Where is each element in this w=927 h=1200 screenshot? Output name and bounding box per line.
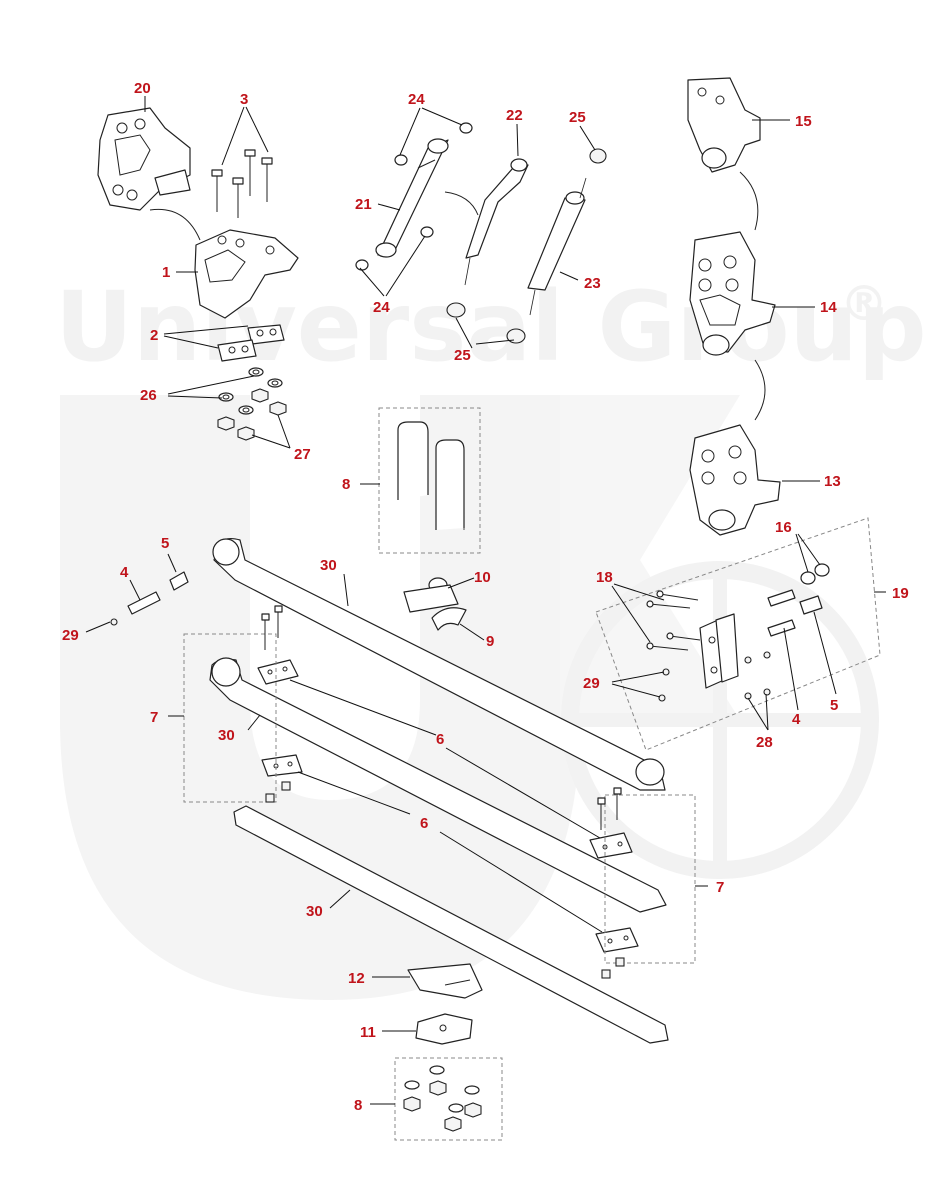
part-30-leaf-spring-top bbox=[212, 537, 666, 791]
assembly-path-14-13 bbox=[754, 359, 766, 421]
callout-4-right: 4 bbox=[792, 711, 801, 728]
part-8-nut-kit-frame bbox=[394, 1057, 503, 1141]
assembly-path-15-14 bbox=[739, 171, 759, 231]
leader-lines bbox=[85, 96, 886, 1105]
part-19-kit-frame bbox=[595, 517, 881, 751]
callout-16: 16 bbox=[775, 519, 792, 536]
callout-4-left: 4 bbox=[120, 564, 129, 581]
part-4-pins-right bbox=[767, 589, 796, 637]
callout-28: 28 bbox=[756, 734, 773, 751]
part-13-hanger bbox=[689, 424, 781, 536]
part-7-frame-left bbox=[183, 633, 277, 803]
part-29-nut-left bbox=[110, 618, 118, 626]
part-11-plate bbox=[415, 1013, 473, 1045]
part-6-pad-right-lower bbox=[595, 927, 639, 953]
part-3-bolts bbox=[211, 149, 273, 218]
part-1-spring-hanger bbox=[149, 208, 299, 319]
part-6-pad-upper-left bbox=[257, 659, 299, 685]
part-30-leaf-spring-bottom bbox=[233, 805, 669, 1044]
part-6-pad-lower-left bbox=[261, 754, 303, 777]
callout-10: 10 bbox=[474, 569, 491, 586]
callout-27: 27 bbox=[294, 446, 311, 463]
callout-2: 2 bbox=[150, 327, 158, 344]
part-8-ubolt-frame bbox=[378, 407, 481, 554]
part-22-shock-absorber bbox=[464, 158, 529, 286]
assembly-path-shock bbox=[444, 191, 479, 216]
callout-6-top: 6 bbox=[436, 731, 444, 748]
callout-8-ubolts: 8 bbox=[342, 476, 350, 493]
callout-29-right: 29 bbox=[583, 675, 600, 692]
part-27-nuts bbox=[217, 388, 287, 441]
part-5-bushing-left bbox=[169, 571, 189, 591]
callout-13: 13 bbox=[824, 473, 841, 490]
watermark-registered-mark: ® bbox=[840, 276, 888, 332]
callout-numbers: 20 3 1 2 26 27 8 24 21 24 22 25 23 25 15… bbox=[62, 80, 909, 1114]
callout-20: 20 bbox=[134, 80, 151, 97]
callout-23: 23 bbox=[584, 275, 601, 292]
part-21-shock-absorber bbox=[375, 138, 449, 258]
part-4-pin-left bbox=[127, 591, 161, 615]
callout-7-left: 7 bbox=[150, 709, 158, 726]
part-16-bushings bbox=[800, 563, 830, 585]
part-23-shock-absorber bbox=[527, 177, 587, 316]
part-30-leaf-spring-middle bbox=[209, 657, 667, 913]
part-7-frame-right bbox=[604, 794, 696, 964]
part-20-upper-bracket bbox=[97, 107, 191, 211]
callout-30-middle: 30 bbox=[218, 727, 235, 744]
callout-5-right: 5 bbox=[830, 697, 838, 714]
part-12-shim-wedge bbox=[407, 963, 483, 999]
part-19-shackle-plates bbox=[699, 613, 739, 689]
callout-9: 9 bbox=[486, 633, 494, 650]
part-14-hanger bbox=[689, 231, 776, 356]
watermark-text: Universal Group bbox=[55, 271, 927, 383]
callout-15: 15 bbox=[795, 113, 812, 130]
part-7-bolts-right bbox=[597, 787, 625, 979]
callout-8-nuts: 8 bbox=[354, 1097, 362, 1114]
part-25-rubber-bushings bbox=[446, 148, 607, 344]
part-8-ubolts bbox=[397, 421, 465, 532]
part-15-hanger bbox=[687, 77, 761, 173]
part-18-bolts bbox=[646, 590, 701, 651]
callout-24-bottom: 24 bbox=[373, 299, 390, 316]
part-2-clamp-blocks bbox=[217, 324, 285, 362]
callout-1: 1 bbox=[162, 264, 170, 281]
part-9-saddle bbox=[431, 607, 467, 631]
watermark-k-shape bbox=[560, 395, 740, 720]
callout-7-right: 7 bbox=[716, 879, 724, 896]
part-24-bushings bbox=[355, 122, 473, 271]
callout-26: 26 bbox=[140, 387, 157, 404]
callout-22: 22 bbox=[506, 107, 523, 124]
callout-5-left: 5 bbox=[161, 535, 169, 552]
callout-14: 14 bbox=[820, 299, 837, 316]
part-10-center-bolt-block bbox=[403, 577, 459, 613]
callout-11: 11 bbox=[360, 1024, 376, 1041]
callout-25-top: 25 bbox=[569, 109, 586, 126]
callout-12: 12 bbox=[348, 970, 365, 987]
part-7-bolts-left bbox=[261, 605, 291, 803]
callout-18: 18 bbox=[596, 569, 613, 586]
callout-6-bottom: 6 bbox=[420, 815, 428, 832]
callout-30-top: 30 bbox=[320, 557, 337, 574]
part-5-bushing-right bbox=[799, 595, 823, 615]
callout-19: 19 bbox=[892, 585, 909, 602]
part-6-pad-right-upper bbox=[589, 832, 633, 859]
part-28-grease-fittings bbox=[744, 651, 771, 700]
callout-24-top: 24 bbox=[408, 91, 425, 108]
part-26-washers bbox=[218, 367, 283, 415]
watermark-logo-shape bbox=[60, 395, 580, 1000]
callout-30-bottom: 30 bbox=[306, 903, 323, 920]
callout-29-left: 29 bbox=[62, 627, 79, 644]
callout-3: 3 bbox=[240, 91, 248, 108]
callout-21: 21 bbox=[355, 196, 372, 213]
part-8-nut-kit bbox=[403, 1065, 482, 1132]
callout-25-bottom: 25 bbox=[454, 347, 471, 364]
